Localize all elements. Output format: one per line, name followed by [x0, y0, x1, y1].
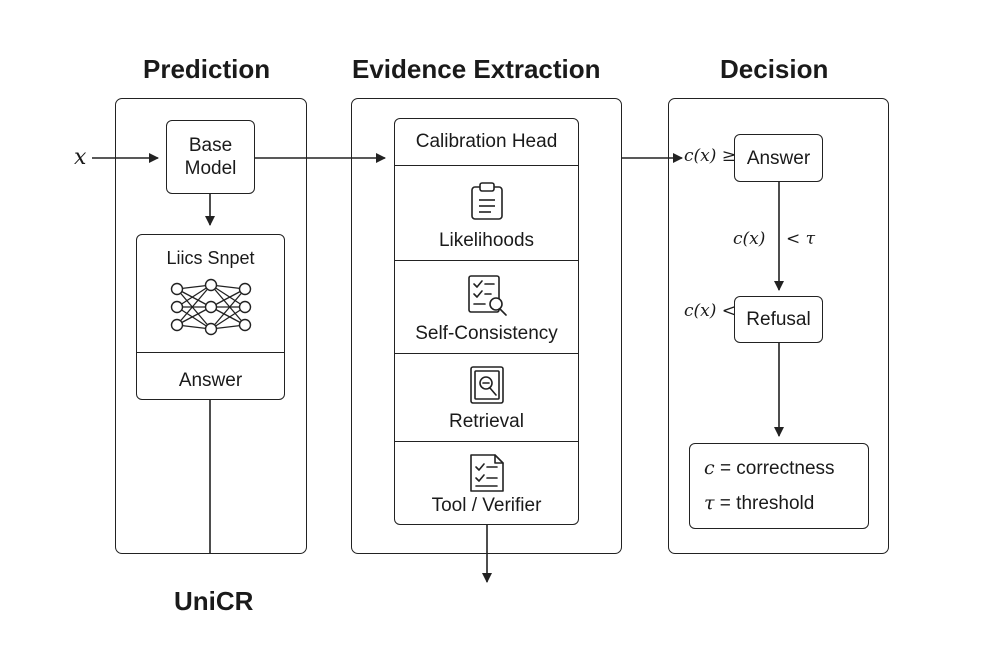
refusal-label: Refusal — [746, 309, 811, 330]
prediction-answer-label: Answer — [178, 370, 243, 391]
divider-4 — [395, 441, 578, 442]
legend-symbol-tau: τ — [704, 492, 715, 514]
network-box: Liics Snpet Answer — [136, 234, 285, 400]
input-x-label: x — [74, 145, 87, 170]
network-title: Liics Snpet — [166, 248, 255, 268]
legend-text-correctness: = correctness — [719, 458, 835, 479]
decision-panel — [668, 98, 889, 554]
unicr-label: UniCR — [174, 586, 254, 616]
refuse-condition-label: c(x) < — [684, 301, 737, 321]
mid-condition-left: c(x) — [733, 229, 766, 249]
divider-1 — [395, 165, 578, 166]
clipboard-icon — [469, 181, 505, 221]
calibration-head-label: Calibration Head — [415, 131, 558, 152]
base-model-label: Base Model — [184, 135, 237, 179]
evidence-item-label: Self-Consistency — [415, 323, 558, 344]
evidence-extraction-title: Evidence Extraction — [352, 54, 601, 84]
legend-row-threshold: τ = threshold — [704, 492, 814, 515]
decision-answer-box: Answer — [734, 134, 823, 182]
base-model-box: Base Model — [166, 120, 255, 194]
legend-box: c = correctness τ = threshold — [689, 443, 869, 529]
prediction-panel — [115, 98, 307, 554]
network-divider — [137, 352, 284, 353]
neural-network-icon — [170, 278, 252, 336]
accept-condition-label: c(x) ≥ — [684, 146, 737, 166]
refusal-box: Refusal — [734, 296, 823, 343]
prediction-title: Prediction — [143, 54, 271, 84]
divider-2 — [395, 260, 578, 261]
evidence-item-label: Retrieval — [449, 411, 524, 432]
decision-title: Decision — [720, 54, 829, 84]
divider-3 — [395, 353, 578, 354]
checklist-document-icon — [469, 453, 507, 493]
legend-row-correctness: c = correctness — [704, 457, 835, 480]
evidence-item-label: Likelihoods — [438, 230, 535, 251]
mid-condition-right: < τ — [786, 229, 816, 249]
decision-answer-label: Answer — [746, 147, 811, 169]
calibration-stack: Calibration Head Likelihoods Self-Consis… — [394, 118, 579, 525]
magnifier-document-icon — [469, 365, 507, 407]
checklist-search-icon — [467, 274, 509, 318]
legend-symbol-c: c — [704, 457, 715, 479]
legend-text-threshold: = threshold — [719, 493, 815, 514]
evidence-item-label: Tool / Verifier — [431, 495, 542, 516]
